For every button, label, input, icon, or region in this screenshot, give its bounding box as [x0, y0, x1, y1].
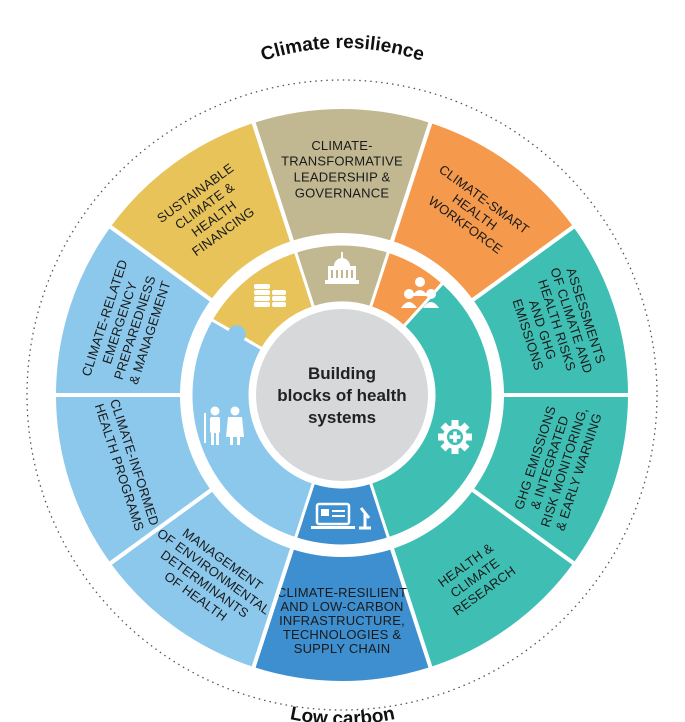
- segment-infrastructure-line-1: CLIMATE-RESILIENT: [277, 585, 407, 600]
- segment-infrastructure-line-5: SUPPLY CHAIN: [294, 641, 391, 656]
- center-title-line-3: systems: [308, 408, 376, 427]
- segment-workforce: CLIMATE-SMARTHEALTHWORKFORCE: [388, 118, 578, 304]
- segment-leadership-line-4: GOVERNANCE: [295, 185, 390, 200]
- segment-infrastructure-line-4: TECHNOLOGIES &: [283, 627, 402, 642]
- segment-financing: SUSTAINABLECLIMATE &HEALTHFINANCING: [106, 118, 296, 304]
- center-title-line-2: blocks of health: [277, 386, 406, 405]
- coins-icon: [254, 284, 286, 307]
- segment-monitoring: GHG EMISSIONS& INTEGRATEDRISK MONITORING…: [468, 393, 633, 568]
- segment-programs: CLIMATE-INFORMEDHEALTH PROGRAMS: [51, 393, 216, 568]
- lightblue-piece: [189, 317, 316, 541]
- segment-financing-label: SUSTAINABLECLIMATE &HEALTHFINANCING: [154, 160, 264, 264]
- segment-emergency: CLIMATE-RELATEDEMERGENCYPREPAREDNESS& MA…: [51, 222, 216, 397]
- lightblue-piece-puzzle-knob: [227, 325, 246, 344]
- lightblue-piece-shape: [189, 317, 316, 541]
- segment-infrastructure-line-3: INFRASTRUCTURE,: [279, 613, 405, 628]
- segment-leadership-line-1: CLIMATE-: [311, 138, 372, 153]
- outer-dotted-ring: [26, 79, 658, 711]
- center-circle: [256, 309, 428, 481]
- health-workers-icon: [401, 277, 439, 308]
- doctor-patient-icon: [204, 406, 244, 445]
- low-carbon-label: Low carbon: [289, 703, 397, 722]
- computer-microscope-icon: [311, 502, 371, 530]
- government-building-icon: [325, 252, 359, 284]
- teal-piece-shape: [368, 280, 495, 541]
- segment-infrastructure-line-2: AND LOW-CARBON: [280, 599, 403, 614]
- segment-leadership-line-3: LEADERSHIP &: [294, 170, 391, 185]
- segment-research: HEALTH &CLIMATERESEARCH: [388, 486, 578, 672]
- medical-gear-icon: [438, 420, 472, 454]
- center-title-line-1: Building: [308, 364, 376, 383]
- segment-leadership-line-2: TRANSFORMATIVE: [281, 154, 403, 169]
- climate-resilience-label: Climate resilience: [258, 32, 427, 66]
- segment-financing-shape: [106, 118, 296, 304]
